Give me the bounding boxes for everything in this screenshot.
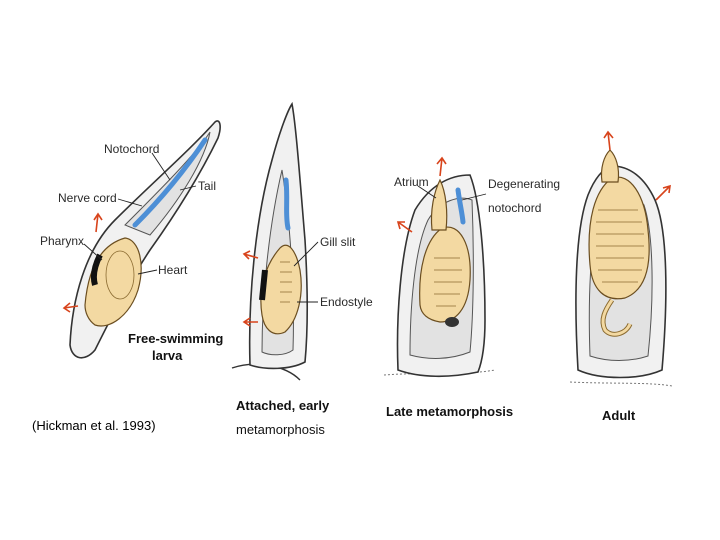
label-tail: Tail <box>198 179 216 193</box>
label-degenerating-line2: notochord <box>488 201 541 215</box>
adult-flow-arrow-right <box>656 186 670 200</box>
label-gill-slit: Gill slit <box>320 235 356 249</box>
late-metamorphosis-illustration: Atrium Degenerating notochord Late metam… <box>384 158 560 419</box>
label-degenerating-line1: Degenerating <box>488 177 560 191</box>
caption-adult: Adult <box>602 408 636 423</box>
adult-siphon <box>601 150 618 182</box>
adult-illustration: Adult <box>570 132 672 423</box>
early-dark-mark <box>262 270 265 300</box>
early-notochord <box>286 180 288 228</box>
larva-illustration: Notochord Nerve cord Tail Pharynx Heart … <box>40 121 223 363</box>
larva-flow-arrow-top <box>94 214 102 232</box>
caption-early-line1: Attached, early <box>236 398 330 413</box>
label-endostyle: Endostyle <box>320 295 373 309</box>
label-notochord: Notochord <box>104 142 159 156</box>
late-flow-arrow-top <box>437 158 446 176</box>
adult-substrate <box>570 382 672 386</box>
caption-early-line2: metamorphosis <box>236 422 325 437</box>
label-nerve-cord: Nerve cord <box>58 191 117 205</box>
label-pharynx: Pharynx <box>40 234 84 248</box>
caption-larva-line1: Free-swimming <box>128 331 223 346</box>
caption-late: Late metamorphosis <box>386 404 513 419</box>
adult-flow-arrow-top <box>604 132 613 150</box>
early-metamorphosis-illustration: Gill slit Endostyle Attached, early meta… <box>232 104 373 437</box>
citation: (Hickman et al. 1993) <box>32 418 156 433</box>
label-heart: Heart <box>158 263 188 277</box>
late-dark-mark <box>445 317 459 327</box>
adult-body <box>589 177 649 299</box>
caption-larva-line2: larva <box>152 348 183 363</box>
label-atrium: Atrium <box>394 175 429 189</box>
